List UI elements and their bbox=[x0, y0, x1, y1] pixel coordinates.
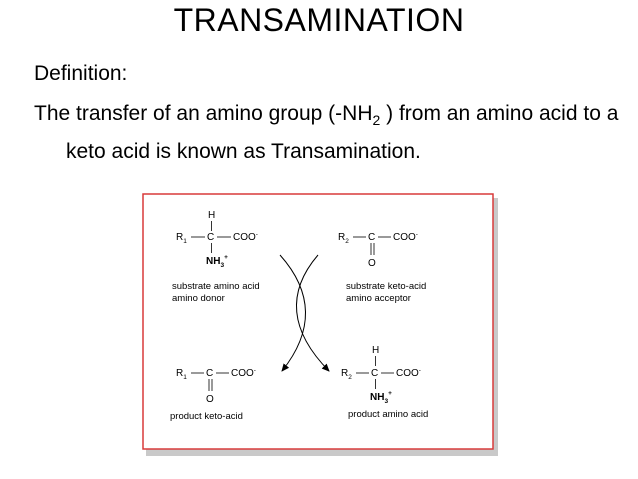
svg-text:COO-: COO- bbox=[233, 231, 258, 243]
svg-text:H: H bbox=[372, 345, 379, 356]
definition-label: Definition: bbox=[34, 62, 128, 85]
product-amino-acid-label: product amino acid bbox=[348, 409, 428, 420]
product-keto-acid-label: product keto-acid bbox=[170, 411, 243, 422]
svg-text:C: C bbox=[368, 232, 375, 243]
arrow-right-curve bbox=[295, 254, 330, 372]
substrate-keto-acid-structure: R2 C COO- O bbox=[338, 231, 418, 269]
product-amino-acid-structure: H R2 C COO- NH3+ bbox=[341, 345, 421, 405]
svg-text:C: C bbox=[371, 368, 378, 379]
substrate-keto-acid-label: substrate keto-acid bbox=[346, 281, 426, 292]
product-keto-acid-structure: R1 C COO- O bbox=[176, 367, 256, 405]
svg-text:COO-: COO- bbox=[393, 231, 418, 243]
svg-text:COO-: COO- bbox=[231, 367, 256, 379]
svg-text:C: C bbox=[206, 368, 213, 379]
amino-donor-label: amino donor bbox=[172, 293, 225, 304]
svg-text:R2: R2 bbox=[341, 368, 352, 381]
transamination-diagram: H R1 C COO- NH3+ substrate amino acid am… bbox=[142, 193, 499, 457]
svg-text:O: O bbox=[206, 394, 214, 405]
svg-text:C: C bbox=[207, 232, 214, 243]
svg-text:R1: R1 bbox=[176, 368, 187, 381]
svg-text:R1: R1 bbox=[176, 232, 187, 245]
amino-acceptor-label: amino acceptor bbox=[346, 293, 411, 304]
substrate-amino-acid-structure: H R1 C COO- NH3+ bbox=[176, 210, 258, 269]
svg-text:O: O bbox=[368, 258, 376, 269]
definition-text-part-2: ) from an amino acid to a keto acid is k… bbox=[66, 102, 619, 164]
svg-text:H: H bbox=[208, 210, 215, 221]
svg-text:NH3+: NH3+ bbox=[370, 390, 392, 405]
svg-text:NH3+: NH3+ bbox=[206, 254, 228, 269]
slide-title: TRANSAMINATION bbox=[173, 2, 465, 38]
nh2-subscript: 2 bbox=[372, 112, 381, 129]
definition-text-part-1: The transfer of an amino group (-NH bbox=[34, 102, 373, 125]
definition-text: The transfer of an amino group (-NH2 ) f… bbox=[34, 98, 638, 167]
arrow-left-curve bbox=[279, 254, 306, 372]
svg-text:COO-: COO- bbox=[396, 367, 421, 379]
svg-text:R2: R2 bbox=[338, 232, 349, 245]
diagram-frame bbox=[142, 193, 494, 450]
substrate-amino-acid-label: substrate amino acid bbox=[172, 281, 260, 292]
